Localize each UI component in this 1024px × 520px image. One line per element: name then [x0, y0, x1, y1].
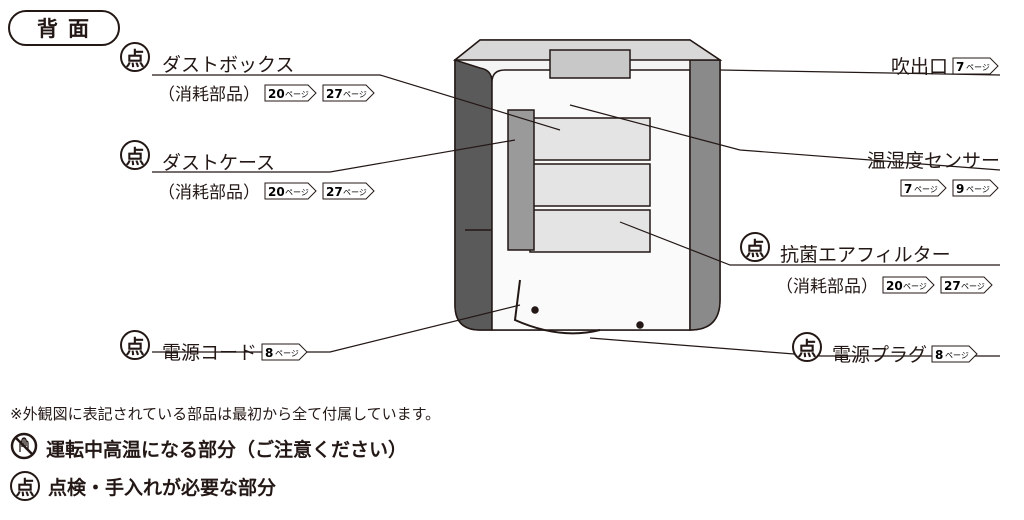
note-text: ※外観図に表記されている部品は最初から全て付属しています。 [10, 405, 441, 423]
consumable-note: （消耗部品） [776, 277, 878, 297]
legend-hot: 運転中高温になる部分（ご注意ください） [10, 432, 407, 465]
section-title: 背面 [8, 10, 120, 46]
consumable-note: （消耗部品） [158, 183, 260, 203]
power-cord-label: 電源コード [162, 342, 258, 364]
svg-text:20: 20 [268, 87, 285, 101]
filter-label: 抗菌エアフィルター [780, 244, 951, 266]
check-icon: 点 [120, 42, 150, 72]
page-suffix: ページ [914, 185, 938, 194]
svg-text:7: 7 [904, 182, 912, 196]
page-suffix: ページ [961, 282, 985, 291]
page-suffix: ページ [343, 90, 367, 99]
plug-label: 電源プラグ [832, 344, 928, 366]
svg-text:27: 27 [326, 185, 343, 199]
svg-text:7: 7 [956, 60, 964, 74]
svg-text:27: 27 [944, 279, 961, 293]
outlet-label: 吹出口 [890, 56, 948, 78]
svg-text:27: 27 [326, 87, 343, 101]
check-icon: 点 [792, 332, 822, 362]
svg-text:20: 20 [886, 279, 903, 293]
consumable-note: （消耗部品） [158, 85, 260, 105]
page-suffix: ページ [903, 282, 927, 291]
check-icon: 点 [120, 140, 150, 170]
legend-hot-label: 運転中高温になる部分（ご注意ください） [46, 439, 408, 461]
legend-check-label: 点検・手入れが必要な部分 [48, 476, 277, 499]
page-suffix: ページ [285, 188, 309, 197]
dust-box-label: ダストボックス [162, 54, 295, 76]
no-touch-icon [10, 432, 38, 465]
sensor-label: 温湿度センサー [866, 150, 1000, 172]
check-icon: 点 [10, 471, 40, 501]
svg-text:9: 9 [956, 182, 964, 196]
svg-text:20: 20 [268, 185, 285, 199]
page-suffix: ページ [966, 185, 990, 194]
device-body [452, 39, 723, 335]
page-suffix: ページ [285, 90, 309, 99]
page-suffix: ページ [945, 351, 969, 360]
svg-text:8: 8 [265, 346, 273, 360]
check-icon: 点 [740, 232, 770, 262]
rear-view-illustration [152, 39, 1001, 357]
page-suffix: ページ [343, 188, 367, 197]
legend-check: 点 点検・手入れが必要な部分 [10, 471, 276, 501]
page-suffix: ページ [966, 63, 990, 72]
dust-case-label: ダストケース [162, 152, 276, 174]
page-suffix: ページ [275, 349, 299, 358]
svg-text:8: 8 [935, 348, 943, 362]
check-icon: 点 [120, 330, 150, 360]
